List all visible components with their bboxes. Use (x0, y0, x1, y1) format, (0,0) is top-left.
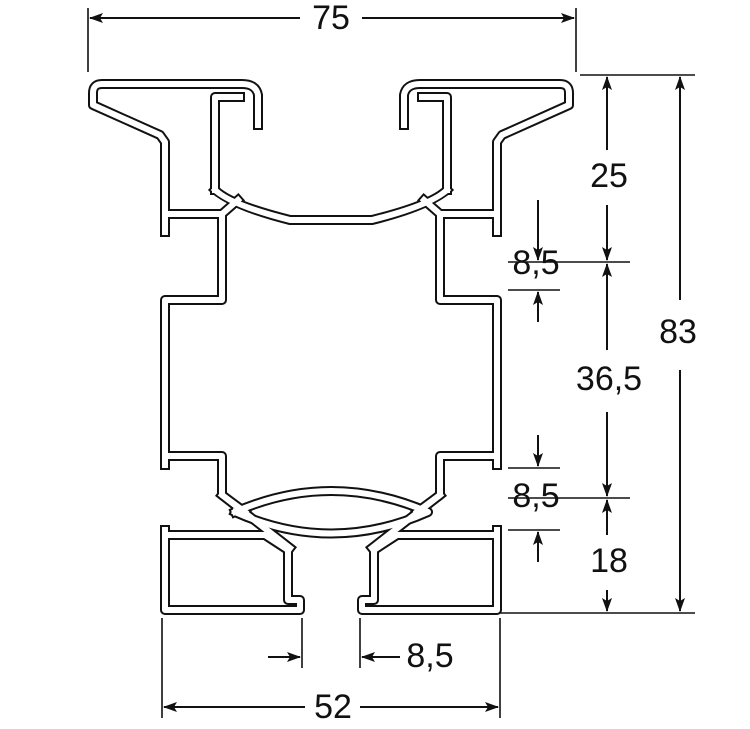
dimension-top-section: 25 (590, 76, 628, 261)
dimension-middle-section: 36,5 (576, 263, 642, 497)
dimension-lower-slot: 8,5 (512, 435, 560, 562)
dimension-upper-slot: 8,5 (512, 200, 560, 322)
label-upper-slot: 8,5 (512, 244, 559, 282)
label-top-section: 25 (590, 157, 628, 195)
label-bottom-slot: 8,5 (406, 637, 453, 675)
label-base-width: 52 (314, 688, 352, 726)
label-middle-section: 36,5 (576, 360, 642, 398)
label-overall-width: 75 (312, 0, 350, 37)
label-bottom-section: 18 (590, 542, 628, 580)
dimension-overall-width: 75 (87, 0, 577, 72)
dimension-base-width: 52 (161, 618, 501, 726)
dimension-overall-height: 83 (659, 76, 697, 612)
extension-lines-right (500, 74, 695, 614)
profile-outline (93, 84, 569, 610)
dimension-bottom-slot: 8,5 (268, 618, 454, 675)
dimension-bottom-section: 18 (590, 499, 628, 612)
label-overall-height: 83 (659, 313, 697, 351)
label-lower-slot: 8,5 (512, 477, 559, 515)
